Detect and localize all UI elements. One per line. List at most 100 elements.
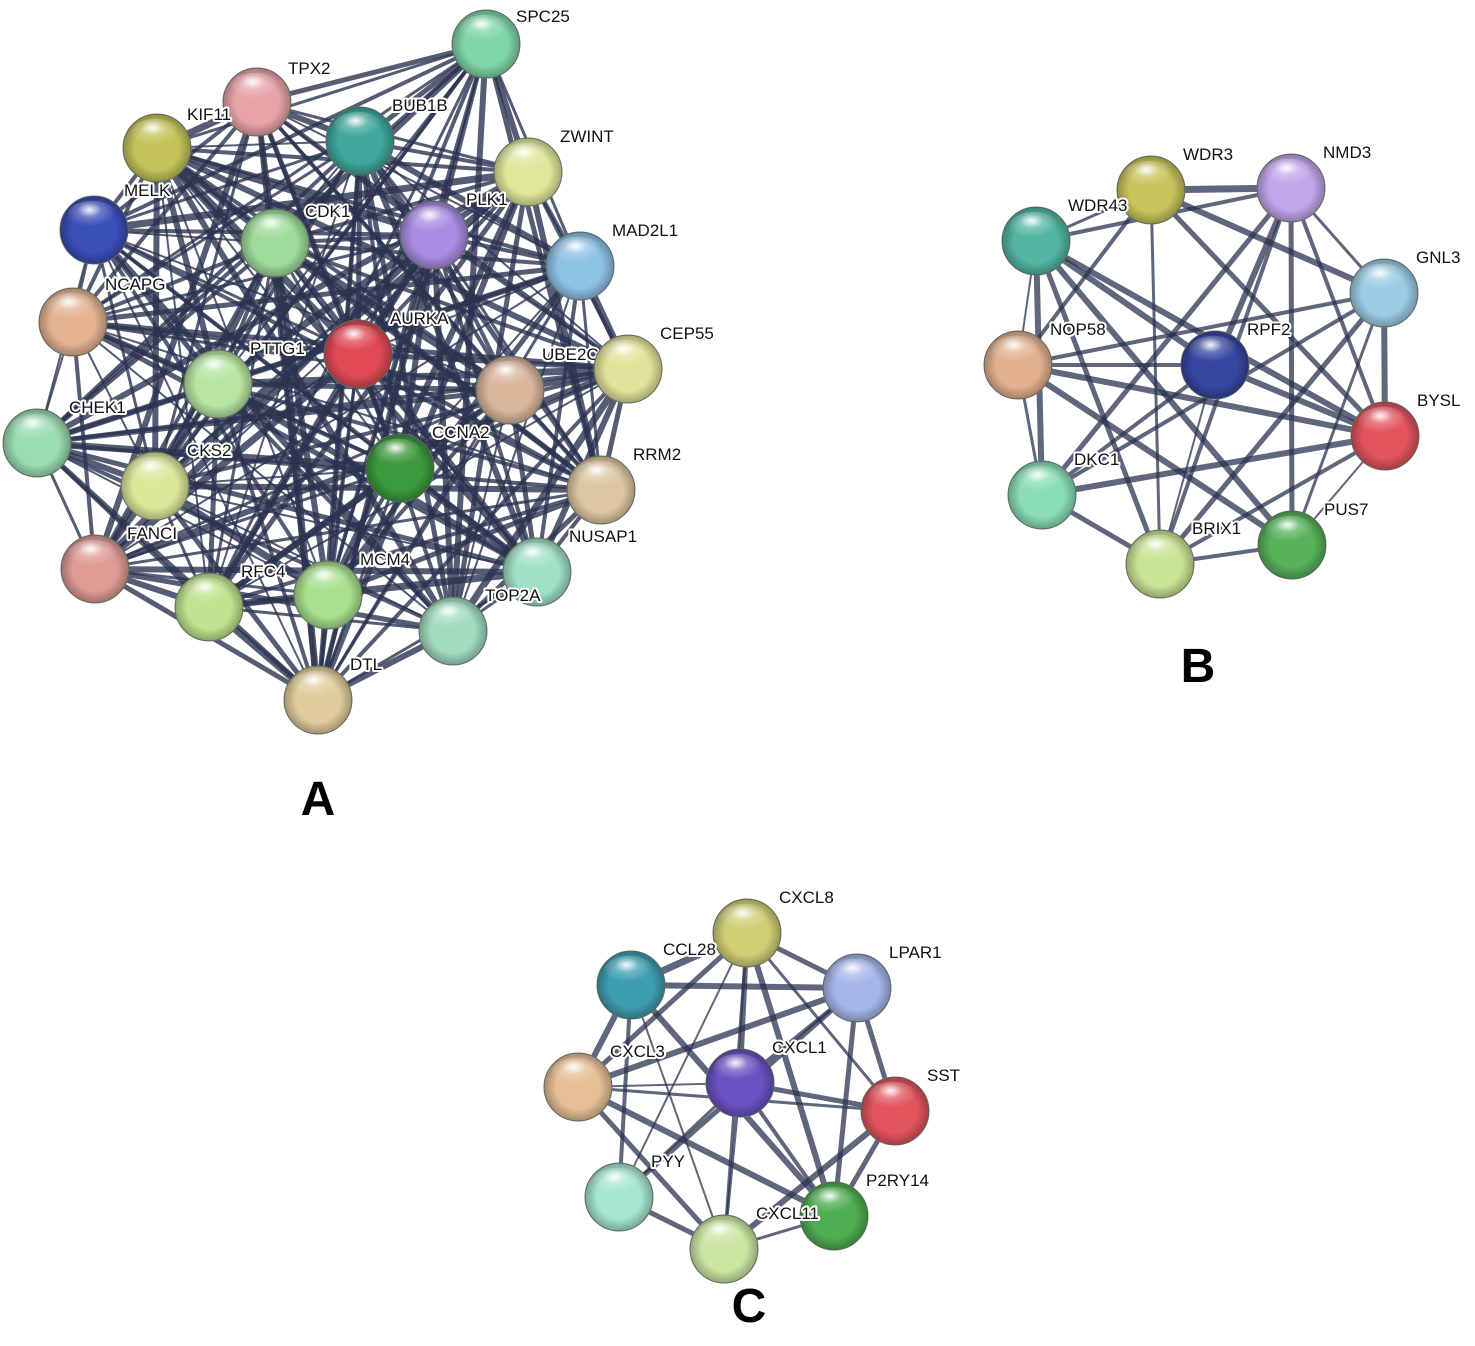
edge-ccl28-cxcl11: [630, 984, 725, 1250]
edge-chek1-rrm2: [35, 441, 603, 492]
node-label: PUS7: [1324, 500, 1368, 519]
node-gloss: [1015, 465, 1065, 497]
node-gloss: [697, 1219, 747, 1251]
node-gloss: [248, 213, 298, 245]
node-melk[interactable]: MELK: [59, 179, 173, 265]
node-top2a[interactable]: TOP2A: [418, 584, 543, 666]
edge-chek1-top2a: [35, 441, 455, 633]
node-kif11[interactable]: KIF11: [122, 103, 233, 183]
node-cdk1[interactable]: CDK1: [240, 200, 352, 278]
node-cxcl3[interactable]: CXCL3: [543, 1040, 667, 1122]
node-aurka[interactable]: AURKA: [323, 307, 451, 389]
node-cxcl1[interactable]: CXCL1: [705, 1036, 829, 1118]
node-spc25[interactable]: SPC25: [451, 5, 572, 79]
node-gloss: [483, 360, 533, 392]
node-bub1b[interactable]: BUB1B: [325, 94, 450, 176]
node-gloss: [1358, 406, 1408, 438]
node-mad2l1[interactable]: MAD2L1: [545, 219, 680, 301]
node-ccl28[interactable]: CCL28: [596, 938, 718, 1020]
edge-rrm2-fanci: [93, 488, 603, 571]
node-ccna2[interactable]: CCNA2: [365, 421, 492, 503]
node-label: CXCL3: [610, 1042, 665, 1061]
node-tpx2[interactable]: TPX2: [222, 57, 333, 137]
node-gloss: [459, 14, 509, 46]
edge-plk1-pttg1: [214, 231, 438, 388]
node-gloss: [574, 460, 624, 492]
node-bysl[interactable]: BYSL: [1350, 389, 1462, 471]
node-gloss: [868, 1081, 918, 1113]
node-label: DTL: [350, 655, 382, 674]
node-nmd3[interactable]: NMD3: [1256, 141, 1373, 223]
node-cxcl8[interactable]: CXCL8: [712, 886, 836, 968]
node-fanci[interactable]: FANCI: [60, 522, 179, 604]
edge-ncapg-top2a: [72, 321, 454, 632]
edge-mad2l1-ncapg: [70, 263, 583, 325]
node-label: PYY: [651, 1152, 685, 1171]
node-rpf2[interactable]: RPF2: [1180, 318, 1292, 400]
node-gloss: [1264, 158, 1314, 190]
node-label: CXCL11: [756, 1204, 819, 1223]
edge-cdk1-ube2c: [271, 239, 514, 394]
edge-cxcl8-cxcl3: [575, 930, 750, 1090]
node-sst[interactable]: SST: [860, 1064, 962, 1146]
node-gloss: [991, 335, 1041, 367]
node-gloss: [604, 955, 654, 987]
node-cep55[interactable]: CEP55: [593, 322, 716, 404]
node-label: KIF11: [187, 105, 231, 124]
node-zwint[interactable]: ZWINT: [493, 125, 616, 207]
node-chek1[interactable]: CHEK1: [2, 396, 128, 478]
node-gloss: [1357, 263, 1407, 295]
node-wdr3[interactable]: WDR3: [1116, 143, 1235, 225]
node-gloss: [426, 601, 476, 633]
node-gnl3[interactable]: GNL3: [1349, 246, 1462, 328]
edge-spc25-kif11: [155, 42, 488, 150]
node-label: UBE2C: [542, 345, 599, 364]
node-rrm2[interactable]: RRM2: [566, 443, 683, 525]
node-label: RFC4: [241, 562, 285, 581]
node-gloss: [1009, 211, 1059, 243]
panel-label-b: B: [1181, 640, 1216, 693]
node-pus7[interactable]: PUS7: [1257, 498, 1370, 580]
node-gloss: [331, 324, 381, 356]
node-brix1[interactable]: BRIX1: [1125, 517, 1243, 599]
node-label: BYSL: [1417, 391, 1460, 410]
edge-cks2-top2a: [154, 485, 454, 632]
edge-ccna2-cks2: [154, 467, 401, 487]
node-cks2[interactable]: CKS2: [120, 439, 233, 521]
edge-wdr43-brix1: [1033, 238, 1163, 567]
node-plk1[interactable]: PLK1: [399, 188, 510, 270]
node-label: P2RY14: [866, 1171, 929, 1190]
edge-lpar1-cxcl3: [575, 985, 860, 1090]
edge-pttg1-cep55: [214, 365, 632, 388]
node-p2ry14[interactable]: P2RY14: [799, 1169, 931, 1251]
node-cxcl11[interactable]: CXCL11: [689, 1202, 821, 1284]
node-pyy[interactable]: PYY: [584, 1150, 687, 1232]
node-lpar1[interactable]: LPAR1: [822, 941, 944, 1023]
node-ube2c[interactable]: UBE2C: [475, 343, 601, 425]
edge-aurka-rfc4: [206, 351, 361, 610]
node-label: FANCI: [127, 524, 177, 543]
edge-zwint-melk: [90, 168, 532, 234]
node-gloss: [601, 339, 651, 371]
node-dkc1[interactable]: DKC1: [1007, 448, 1121, 530]
node-label: DKC1: [1074, 450, 1119, 469]
node-gloss: [67, 200, 117, 232]
node-gloss: [807, 1186, 857, 1218]
node-gloss: [1133, 534, 1183, 566]
node-wdr43[interactable]: WDR43: [1001, 194, 1130, 276]
node-label: SST: [927, 1066, 960, 1085]
node-label: TPX2: [288, 59, 331, 78]
node-label: NCAPG: [105, 275, 165, 294]
node-nusap1[interactable]: NUSAP1: [502, 525, 639, 607]
edge-ube2c-fanci: [93, 388, 512, 571]
node-label: NUSAP1: [569, 527, 637, 546]
node-nop58[interactable]: NOP58: [983, 318, 1108, 400]
edge-gnl3-nop58: [1016, 291, 1386, 367]
node-dtl[interactable]: DTL: [283, 653, 384, 735]
node-rfc4[interactable]: RFC4: [174, 560, 287, 642]
node-ncapg[interactable]: NCAPG: [38, 273, 167, 357]
node-mcm4[interactable]: MCM4: [293, 548, 412, 630]
edge-melk-cks2: [92, 228, 157, 488]
node-pttg1[interactable]: PTTG1: [183, 337, 307, 419]
